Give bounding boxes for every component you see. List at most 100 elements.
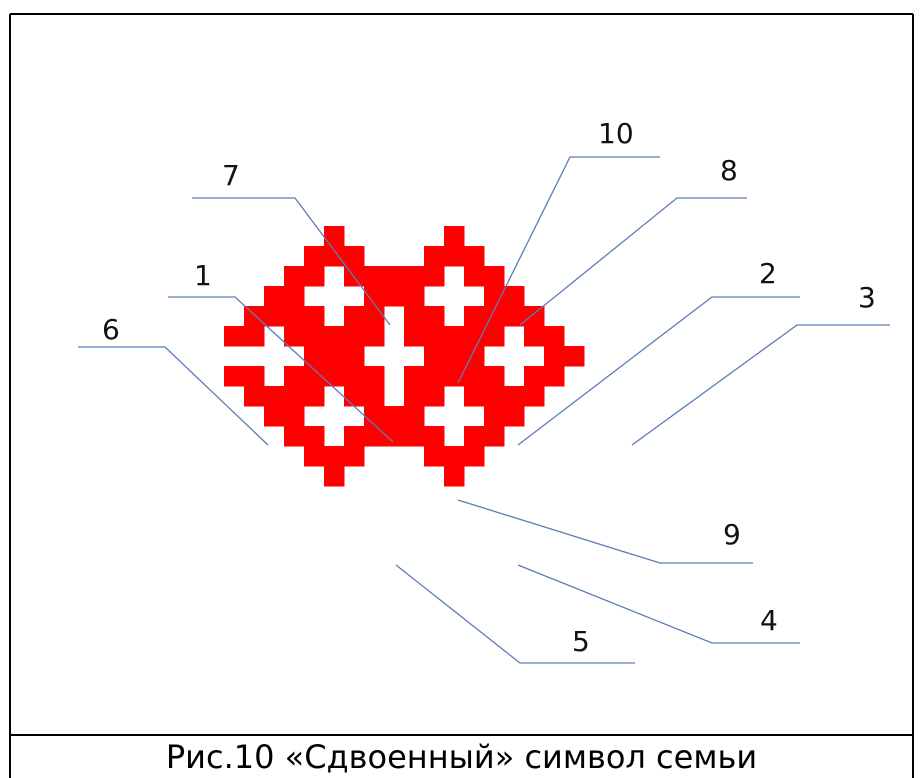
ornament-cell (244, 306, 265, 327)
ornament-cell (444, 466, 465, 487)
ornament-cell (344, 366, 365, 387)
ornament-cell (364, 406, 385, 427)
ornament-cell (344, 346, 365, 367)
ornament-cell (284, 406, 305, 427)
callout-line-9 (457, 499, 753, 564)
ornament-cell (264, 306, 285, 327)
ornament-cell (444, 246, 465, 267)
ornament-cell (424, 306, 445, 327)
ornament-cell (484, 386, 505, 407)
ornament-cell (464, 326, 485, 347)
ornament-cell (284, 326, 305, 347)
ornament-cell (284, 286, 305, 307)
ornament-cell (224, 326, 245, 347)
ornament-cell (424, 266, 445, 287)
ornament-cell (444, 226, 465, 247)
ornament-cell (424, 246, 445, 267)
ornament-cell (464, 446, 485, 467)
ornament-cell (504, 306, 525, 327)
ornament-cell (364, 326, 385, 347)
ornament-cell (344, 446, 365, 467)
ornament-cell (464, 386, 485, 407)
ornament-cell (544, 366, 565, 387)
ornament-cell (464, 426, 485, 447)
ornament-cell (444, 446, 465, 467)
ornament-cell (324, 326, 345, 347)
ornament-cell (424, 446, 445, 467)
ornament-cell (284, 426, 305, 447)
ornament-cell (404, 326, 425, 347)
callout-line-5 (395, 564, 635, 664)
callout-lines (78, 156, 890, 664)
ornament-cell (344, 246, 365, 267)
ornament-cell (544, 346, 565, 367)
ornament-cell (524, 386, 545, 407)
ornament-cell (284, 306, 305, 327)
callout-line-1 (168, 296, 394, 443)
ornament-cell (404, 406, 425, 427)
callout-line-6 (78, 346, 269, 446)
ornament-cell (324, 226, 345, 247)
callout-label-1: 1 (194, 259, 212, 292)
ornament-cell (364, 426, 385, 447)
ornament-cell (364, 286, 385, 307)
ornament-cell (484, 266, 505, 287)
callout-label-7: 7 (222, 159, 240, 192)
ornament-cell (264, 386, 285, 407)
ornament-cell (384, 426, 405, 447)
ornament-cell (484, 426, 505, 447)
ornament-cell (384, 286, 405, 307)
ornament-cell (324, 366, 345, 387)
ornament-cell (484, 286, 505, 307)
callout-line-2 (517, 296, 800, 446)
ornament-cell (424, 326, 445, 347)
callout-label-5: 5 (572, 625, 590, 658)
ornament-cell (324, 246, 345, 267)
ornament-cell (504, 286, 525, 307)
table-border (9, 13, 914, 778)
callout-label-2: 2 (759, 257, 777, 290)
callout-line-7 (192, 197, 391, 326)
callout-label-9: 9 (723, 518, 741, 551)
ornament-cell (344, 426, 365, 447)
ornament-cell (404, 286, 425, 307)
ornament-cell (464, 246, 485, 267)
ornament-cell (364, 306, 385, 327)
ornament-cell (324, 346, 345, 367)
ornament-cell (304, 246, 325, 267)
ornament-cell (524, 306, 545, 327)
callout-label-10: 10 (598, 117, 634, 150)
ornament-cell (304, 266, 325, 287)
ornament-cell (504, 386, 525, 407)
ornament-cell (284, 386, 305, 407)
ornament-cell (264, 286, 285, 307)
ornament-cell (364, 266, 385, 287)
ornament-cell (424, 346, 445, 367)
ornament-cell (464, 306, 485, 327)
ornament-cell (284, 266, 305, 287)
ornament-cell (304, 326, 325, 347)
ornament-cell (364, 366, 385, 387)
ornament-cell (264, 406, 285, 427)
ornament-cell (524, 326, 545, 347)
ornament-cell (304, 446, 325, 467)
ornament-cell (244, 386, 265, 407)
ornament-cell (384, 266, 405, 287)
ornament-cell (404, 266, 425, 287)
callout-label-4: 4 (760, 604, 778, 637)
ornament-cell (484, 326, 505, 347)
ornament-cell (384, 406, 405, 427)
ornament-cell (464, 366, 485, 387)
ornament-cell (224, 366, 245, 387)
ornament-cell (444, 326, 465, 347)
ornament-cell (304, 306, 325, 327)
ornament-cell (404, 366, 425, 387)
figure-caption: Рис.10 «Сдвоенный» символ семьи (165, 738, 758, 776)
callout-labels: 1 2 3 4 5 6 7 8 9 10 (102, 117, 876, 658)
callout-line-10 (457, 156, 660, 384)
ornament-cell (304, 366, 325, 387)
ornament-cell (424, 386, 445, 407)
ornament-cell (504, 406, 525, 427)
callout-line-4 (517, 564, 800, 644)
